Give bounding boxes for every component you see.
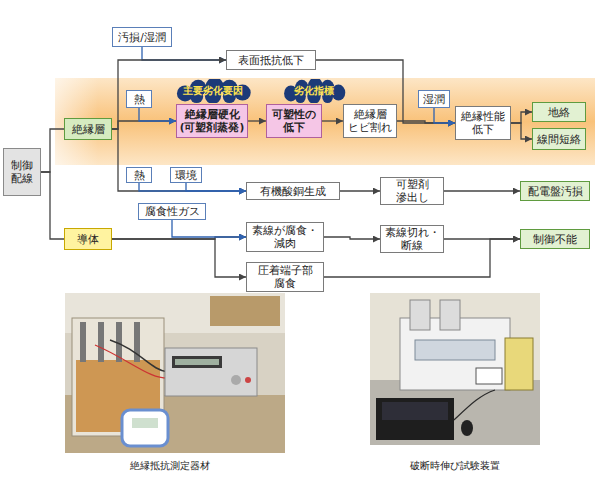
flow-arrow xyxy=(248,120,266,121)
node-text: 可塑剤 滲出し xyxy=(381,178,443,203)
node-text: 素線切れ・ 断線 xyxy=(381,226,443,251)
highlight-band xyxy=(55,78,595,165)
flow-arrow xyxy=(397,121,455,123)
process-box: 素線切れ・ 断線 xyxy=(380,225,444,253)
flow-arrow xyxy=(112,237,246,239)
photo-caption: 破断時伸び試験装置 xyxy=(410,459,500,473)
process-box: 有機酸銅生成 xyxy=(246,182,340,200)
process-box: 可塑剤 滲出し xyxy=(380,177,444,205)
flow-arrow xyxy=(444,238,520,239)
node-text: 導体 xyxy=(77,233,99,246)
node-text: 圧着端子部 腐食 xyxy=(247,264,323,289)
node-text: 主要劣化要因 xyxy=(183,85,243,97)
flow-arrow xyxy=(112,129,246,191)
node-text: 劣化指標 xyxy=(294,85,334,97)
result-box: 制御不能 xyxy=(520,229,590,249)
process-box: 圧着端子部 腐食 xyxy=(246,262,324,292)
node-text: 環境 xyxy=(175,169,197,182)
node-text: 有機酸銅生成 xyxy=(260,185,326,198)
flow-arrow xyxy=(340,190,380,191)
flow-arrow xyxy=(434,108,455,123)
photo-insulation-meter xyxy=(65,293,285,453)
node-text: 汚損/湿潤 xyxy=(118,31,166,44)
result-box: 線間短絡 xyxy=(532,128,586,150)
factor-box: 腐食性ガス xyxy=(138,203,206,220)
process-box: 絶縁層 ヒビ割れ xyxy=(343,104,397,138)
result-box: 配電盤汚損 xyxy=(520,181,590,201)
factor-box: 環境 xyxy=(170,167,202,183)
flow-arrow xyxy=(112,121,176,129)
node-text: 絶縁層 ヒビ割れ xyxy=(344,108,396,133)
node-text: 線間短絡 xyxy=(537,133,581,146)
photo-caption: 絶縁抵抗測定器材 xyxy=(130,459,210,473)
process-box: 絶縁層硬化 (可塑剤蒸発) xyxy=(176,104,248,138)
node-text: 絶縁性能 低下 xyxy=(456,110,510,135)
cloud-callout: 劣化指標 xyxy=(280,79,348,103)
flow-arrow xyxy=(511,112,532,123)
factor-box: 熱 xyxy=(126,167,152,183)
process-box: 絶縁性能 低下 xyxy=(455,106,511,140)
node-text: 配電盤汚損 xyxy=(528,185,583,198)
factor-box: 湿潤 xyxy=(418,90,450,108)
result-box: 地絡 xyxy=(532,102,586,122)
process-box: 素線が腐食・ 減肉 xyxy=(246,222,324,252)
node-text: 制御 配線 xyxy=(4,159,40,184)
photo-tensile-tester xyxy=(370,293,540,445)
process-box: 可塑性の 低下 xyxy=(266,104,322,138)
flow-arrow xyxy=(139,183,246,191)
node-text: 湿潤 xyxy=(423,93,445,106)
flow-arrow xyxy=(186,183,246,191)
process-box: 表面抵抗低下 xyxy=(226,50,316,70)
flow-arrow xyxy=(322,120,343,121)
flow-arrow xyxy=(112,239,246,277)
flow-arrow xyxy=(41,172,64,239)
flow-arrow xyxy=(316,60,455,123)
node-text: 地絡 xyxy=(548,106,570,119)
flow-arrow xyxy=(511,123,532,139)
node-text: 制御不能 xyxy=(533,233,577,246)
node-text: 絶縁層硬化 (可塑剤蒸発) xyxy=(177,108,247,133)
node-text: 素線が腐食・ 減肉 xyxy=(247,224,323,249)
flow-arrow xyxy=(172,220,246,237)
node-text: 腐食性ガス xyxy=(145,205,200,218)
cloud-callout: 主要劣化要因 xyxy=(172,79,254,103)
factor-box: 熱 xyxy=(126,90,152,108)
category-box: 導体 xyxy=(64,228,112,250)
root-box: 制御 配線 xyxy=(3,148,41,196)
node-text: 熱 xyxy=(134,169,145,182)
flow-arrow xyxy=(112,60,226,129)
flow-arrow xyxy=(41,129,64,172)
factor-box: 汚損/湿潤 xyxy=(112,27,172,47)
flow-arrow xyxy=(139,108,176,121)
flow-arrow xyxy=(444,190,520,191)
node-text: 熱 xyxy=(134,93,145,106)
node-text: 可塑性の 低下 xyxy=(267,108,321,133)
node-text: 表面抵抗低下 xyxy=(238,54,304,67)
flow-arrow xyxy=(324,239,520,277)
node-text: 絶縁層 xyxy=(72,123,105,136)
flow-arrow xyxy=(142,47,226,60)
category-box: 絶縁層 xyxy=(64,118,112,140)
flow-arrow xyxy=(324,237,380,239)
